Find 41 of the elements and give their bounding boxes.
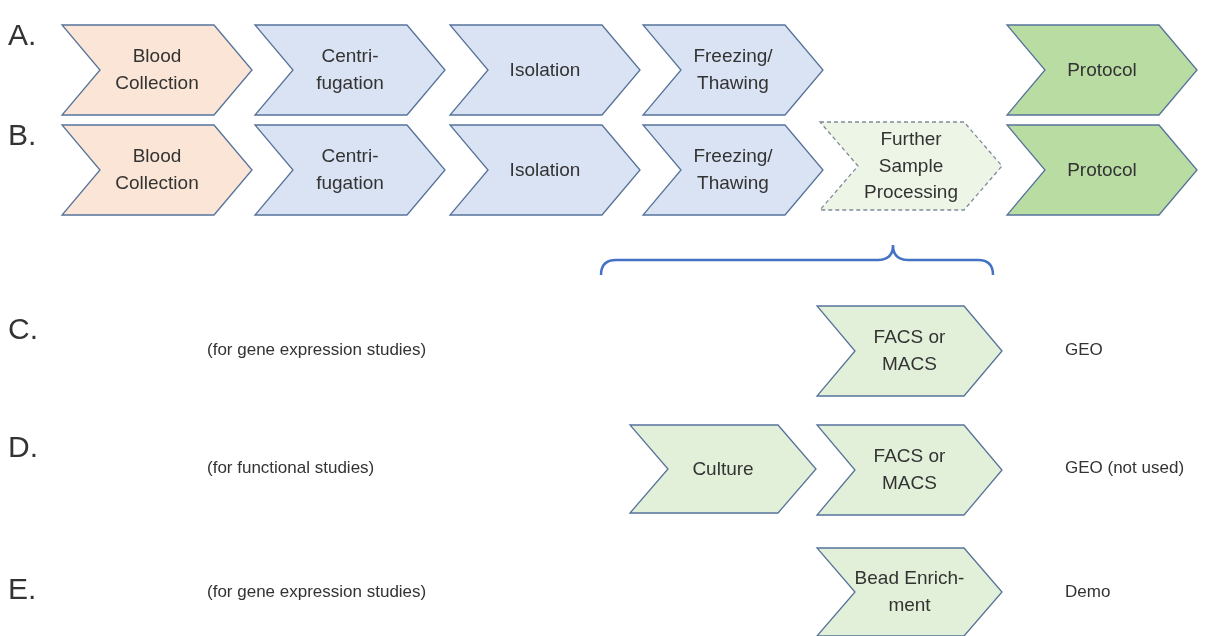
- chevron-step: [817, 306, 1002, 396]
- step-label: Freezing/ Thawing: [692, 144, 774, 195]
- row-letter: B.: [8, 118, 37, 152]
- step-label: Blood Collection: [114, 44, 200, 95]
- step-label: Blood Collection: [114, 144, 200, 195]
- chevron-step: [62, 125, 252, 215]
- chevron-step: [255, 25, 445, 115]
- step-label: FACS or MACS: [872, 444, 947, 495]
- step-label: FACS or MACS: [872, 325, 947, 376]
- row-letter: D.: [8, 430, 38, 464]
- step-label: Centri- fugation: [315, 44, 385, 95]
- chevron-step: [630, 425, 816, 513]
- chevron-step: [643, 25, 823, 115]
- data-source: Demo: [1065, 582, 1111, 602]
- step-label: Isolation: [508, 157, 582, 182]
- step-label: Protocol: [1066, 157, 1138, 182]
- step-label: Centri- fugation: [315, 144, 385, 195]
- row-letter: E.: [8, 572, 37, 606]
- row-letter: C.: [8, 312, 38, 346]
- chevron-step: [817, 425, 1002, 515]
- note: (for gene expression studies): [207, 582, 427, 602]
- data-source: GEO: [1065, 340, 1103, 360]
- chevron-step: [820, 122, 1002, 210]
- chevron-step: [643, 125, 823, 215]
- step-label: Bead Enrich- ment: [853, 566, 966, 617]
- chevron-step: [62, 25, 252, 115]
- note: (for gene expression studies): [207, 340, 427, 360]
- step-label: Protocol: [1066, 57, 1138, 82]
- chevron-step: [255, 125, 445, 215]
- chevron-step: [1007, 25, 1197, 115]
- data-source: GEO (not used): [1065, 458, 1185, 478]
- step-label: Isolation: [508, 57, 582, 82]
- chevron-step: [450, 125, 640, 215]
- note: (for functional studies): [207, 458, 375, 478]
- chevron-step: [1007, 125, 1197, 215]
- step-label: Further Sample Processing: [863, 126, 959, 205]
- row-letter: A.: [8, 18, 37, 52]
- chevron-step: [450, 25, 640, 115]
- chevron-step: [817, 548, 1002, 636]
- step-label: Freezing/ Thawing: [692, 44, 774, 95]
- step-label: Culture: [691, 456, 755, 481]
